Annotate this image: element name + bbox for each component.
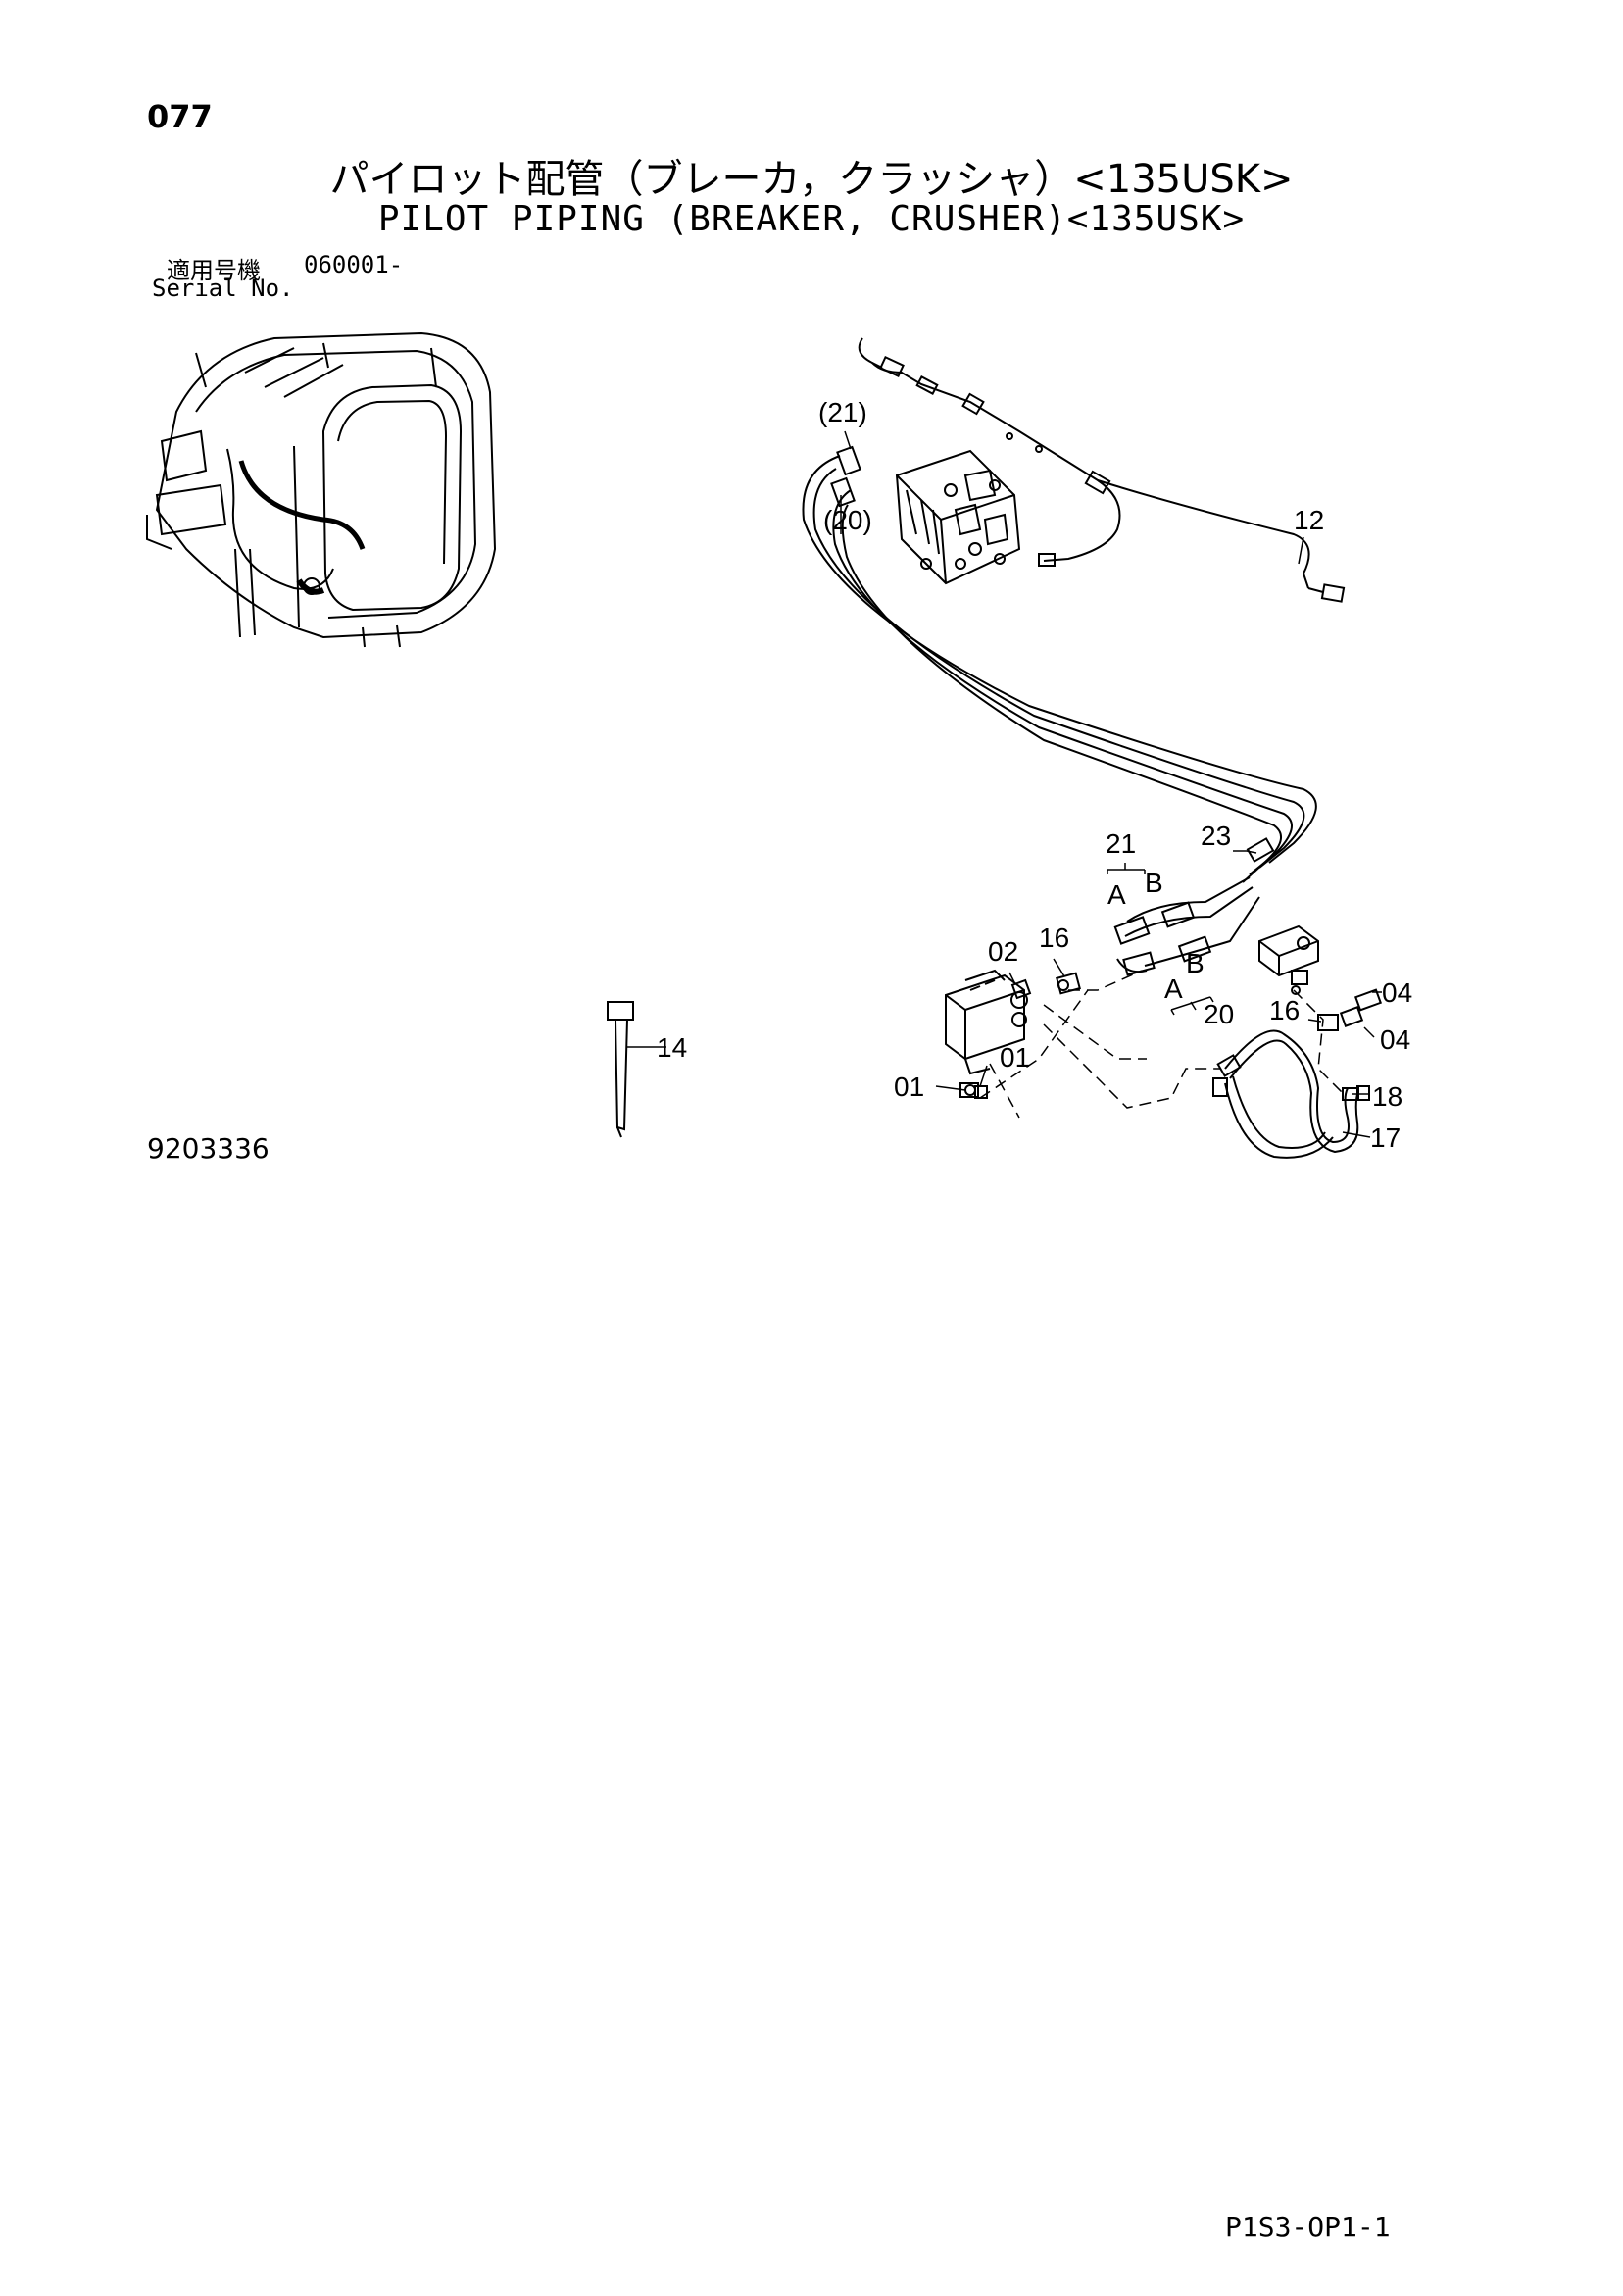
callout-a-upper: A [1107, 879, 1126, 910]
cab-overview-illustration [146, 331, 497, 648]
callout-01-left: 01 [894, 1072, 924, 1102]
pilot-control-valve-block [895, 449, 1021, 585]
hose-17 [1212, 1029, 1359, 1159]
callout-04-upper: 04 [1382, 977, 1412, 1008]
callout-b-lower: B [1186, 948, 1205, 978]
callout-b-upper: B [1145, 868, 1163, 898]
harness-12 [858, 337, 1346, 603]
routing-dashed-lines [979, 970, 1344, 1119]
callout-21-paren: (21) [818, 397, 867, 427]
selector-valve-left [945, 969, 1028, 1075]
callout-14: 14 [657, 1032, 687, 1063]
pilot-hose-bundle [802, 455, 1317, 883]
callout-16-right: 16 [1269, 995, 1300, 1025]
title-english: PILOT PIPING (BREAKER, CRUSHER)<135USK> [377, 199, 1246, 239]
callout-20-paren: (20) [823, 505, 872, 535]
serial-number-value: 060001- [304, 251, 404, 278]
callout-16-left: 16 [1039, 923, 1069, 953]
page-code: P1S3-OP1-1 [1225, 2211, 1391, 2243]
callout-02: 02 [988, 936, 1018, 967]
title-japanese: パイロット配管（ブレーカ，クラッシャ）<135USK> [329, 157, 1294, 202]
callout-04-lower: 04 [1380, 1024, 1410, 1055]
callout-labels: (21) (20) 12 23 21 A B 02 16 B A 20 04 1… [657, 397, 1412, 1153]
callout-a-lower: A [1164, 973, 1183, 1004]
figure-id: 9203336 [147, 1132, 270, 1165]
serial-label-japanese: 適用号機 [167, 257, 261, 284]
hose-ends-ab [1113, 837, 1275, 976]
callout-17: 17 [1370, 1123, 1401, 1153]
callout-21: 21 [1106, 828, 1136, 859]
callout-01-right: 01 [1000, 1042, 1030, 1073]
callout-20: 20 [1204, 999, 1234, 1029]
callout-18: 18 [1372, 1081, 1402, 1112]
leader-lines [627, 430, 1382, 1138]
serial-label-english: Serial No. [152, 275, 294, 302]
callout-23: 23 [1201, 821, 1231, 851]
page-number: 077 [147, 98, 213, 135]
fittings-21-20-upper [830, 445, 861, 508]
callout-12: 12 [1294, 505, 1324, 535]
cable-tie-14 [607, 1001, 634, 1138]
